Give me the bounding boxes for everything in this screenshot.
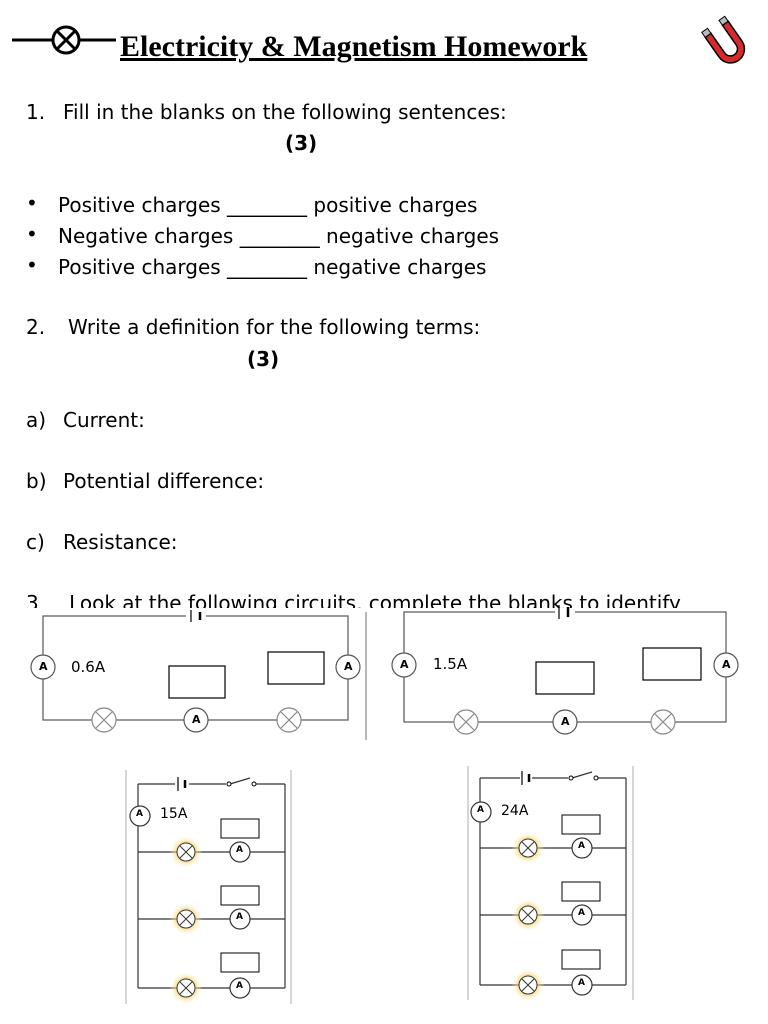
q2-text: Write a definition for the following ter…: [68, 315, 481, 339]
ammeter-label: A: [578, 841, 585, 851]
q1-number: 1.: [26, 100, 46, 124]
glowing-lamp: [511, 831, 545, 865]
resistor-symbol: [642, 647, 702, 681]
horseshoe-magnet-icon: [701, 15, 746, 64]
q2-item-term: Resistance:: [63, 530, 178, 554]
ammeter-label: A: [578, 978, 585, 988]
page-title: Electricity & Magnetism Homework: [120, 30, 588, 63]
ammeter-label: A: [400, 658, 409, 671]
bullet: •: [26, 191, 38, 215]
resistor-symbol: [535, 661, 595, 695]
q3-line: 3 Look at the following circuits, comple…: [26, 588, 726, 608]
lamp-symbol-icon: [12, 25, 116, 55]
resistor-symbol: [220, 818, 260, 839]
ammeter-label: A: [722, 658, 731, 671]
glowing-lamp: [169, 835, 203, 869]
q3-number: 3: [26, 591, 39, 608]
parallel-circuit-1: [125, 770, 292, 1004]
ammeter-symbol: [571, 974, 593, 996]
bullet: •: [26, 222, 38, 246]
resistor-symbol: [561, 881, 601, 902]
parallel-circuit-2: [467, 766, 634, 1000]
ammeter-label: A: [578, 908, 585, 918]
ammeter-label: A: [477, 805, 484, 815]
resistor-symbol: [267, 651, 325, 685]
ammeter-symbol: [391, 652, 417, 678]
ammeter-symbol: [335, 654, 361, 680]
q1-sentence: Positive charges ________ negative charg…: [58, 255, 487, 279]
glowing-lamp: [511, 898, 545, 932]
resistor-symbol: [220, 885, 260, 906]
glowing-lamp: [511, 968, 545, 1002]
q1-sentence: Positive charges ________ positive charg…: [58, 193, 478, 217]
ammeter-label: A: [39, 660, 48, 673]
q2-item-term: Current:: [63, 408, 145, 432]
ammeter-symbol: [229, 908, 251, 930]
parallel-2-reading: 24A: [501, 803, 529, 819]
switch-symbol: [226, 781, 257, 787]
q2-item-letter: b): [26, 469, 47, 493]
ammeter-symbol: [229, 841, 251, 863]
resistor-symbol: [168, 665, 226, 699]
series-2-reading: 1.5A: [433, 655, 468, 673]
lamp-symbol: [91, 707, 117, 733]
ammeter-label: A: [236, 912, 243, 922]
ammeter-symbol: [571, 904, 593, 926]
q2-marks: (3): [247, 347, 280, 371]
switch-symbol: [568, 775, 599, 781]
cell-symbol: [521, 771, 531, 785]
lamp-symbol: [650, 709, 676, 735]
q2-item-letter: c): [26, 530, 45, 554]
glowing-lamp: [169, 971, 203, 1005]
ammeter-symbol: [552, 709, 578, 735]
ammeter-symbol: [571, 837, 593, 859]
parallel-1-reading: 15A: [160, 806, 188, 822]
q3-text: Look at the following circuits, complete…: [69, 591, 681, 608]
q2-number: 2.: [26, 315, 46, 339]
ammeter-label: A: [136, 809, 143, 819]
resistor-symbol: [561, 814, 601, 835]
ammeter-symbol: [183, 707, 209, 733]
ammeter-symbol: [129, 805, 151, 827]
cell-symbol: [555, 604, 575, 622]
bullet: •: [26, 253, 38, 277]
ammeter-label: A: [344, 660, 353, 673]
q1-text: Fill in the blanks on the following sent…: [63, 100, 507, 124]
ammeter-label: A: [561, 715, 570, 728]
resistor-symbol: [561, 949, 601, 970]
ammeter-symbol: [229, 977, 251, 999]
ammeter-label: A: [236, 981, 243, 991]
q2-item-term: Potential difference:: [63, 469, 265, 493]
cell-symbol: [186, 608, 206, 626]
ammeter-label: A: [236, 845, 243, 855]
ammeter-label: A: [192, 713, 201, 726]
q1-marks: (3): [285, 131, 318, 155]
q2-item-letter: a): [26, 408, 47, 432]
cell-symbol: [177, 777, 187, 791]
ammeter-symbol: [470, 801, 492, 823]
lamp-symbol: [276, 707, 302, 733]
q1-sentence: Negative charges ________ negative charg…: [58, 224, 500, 248]
resistor-symbol: [220, 952, 260, 973]
series-1-reading: 0.6A: [71, 658, 106, 676]
ammeter-symbol: [713, 652, 739, 678]
lamp-symbol: [453, 709, 479, 735]
ammeter-symbol: [30, 654, 56, 680]
glowing-lamp: [169, 902, 203, 936]
